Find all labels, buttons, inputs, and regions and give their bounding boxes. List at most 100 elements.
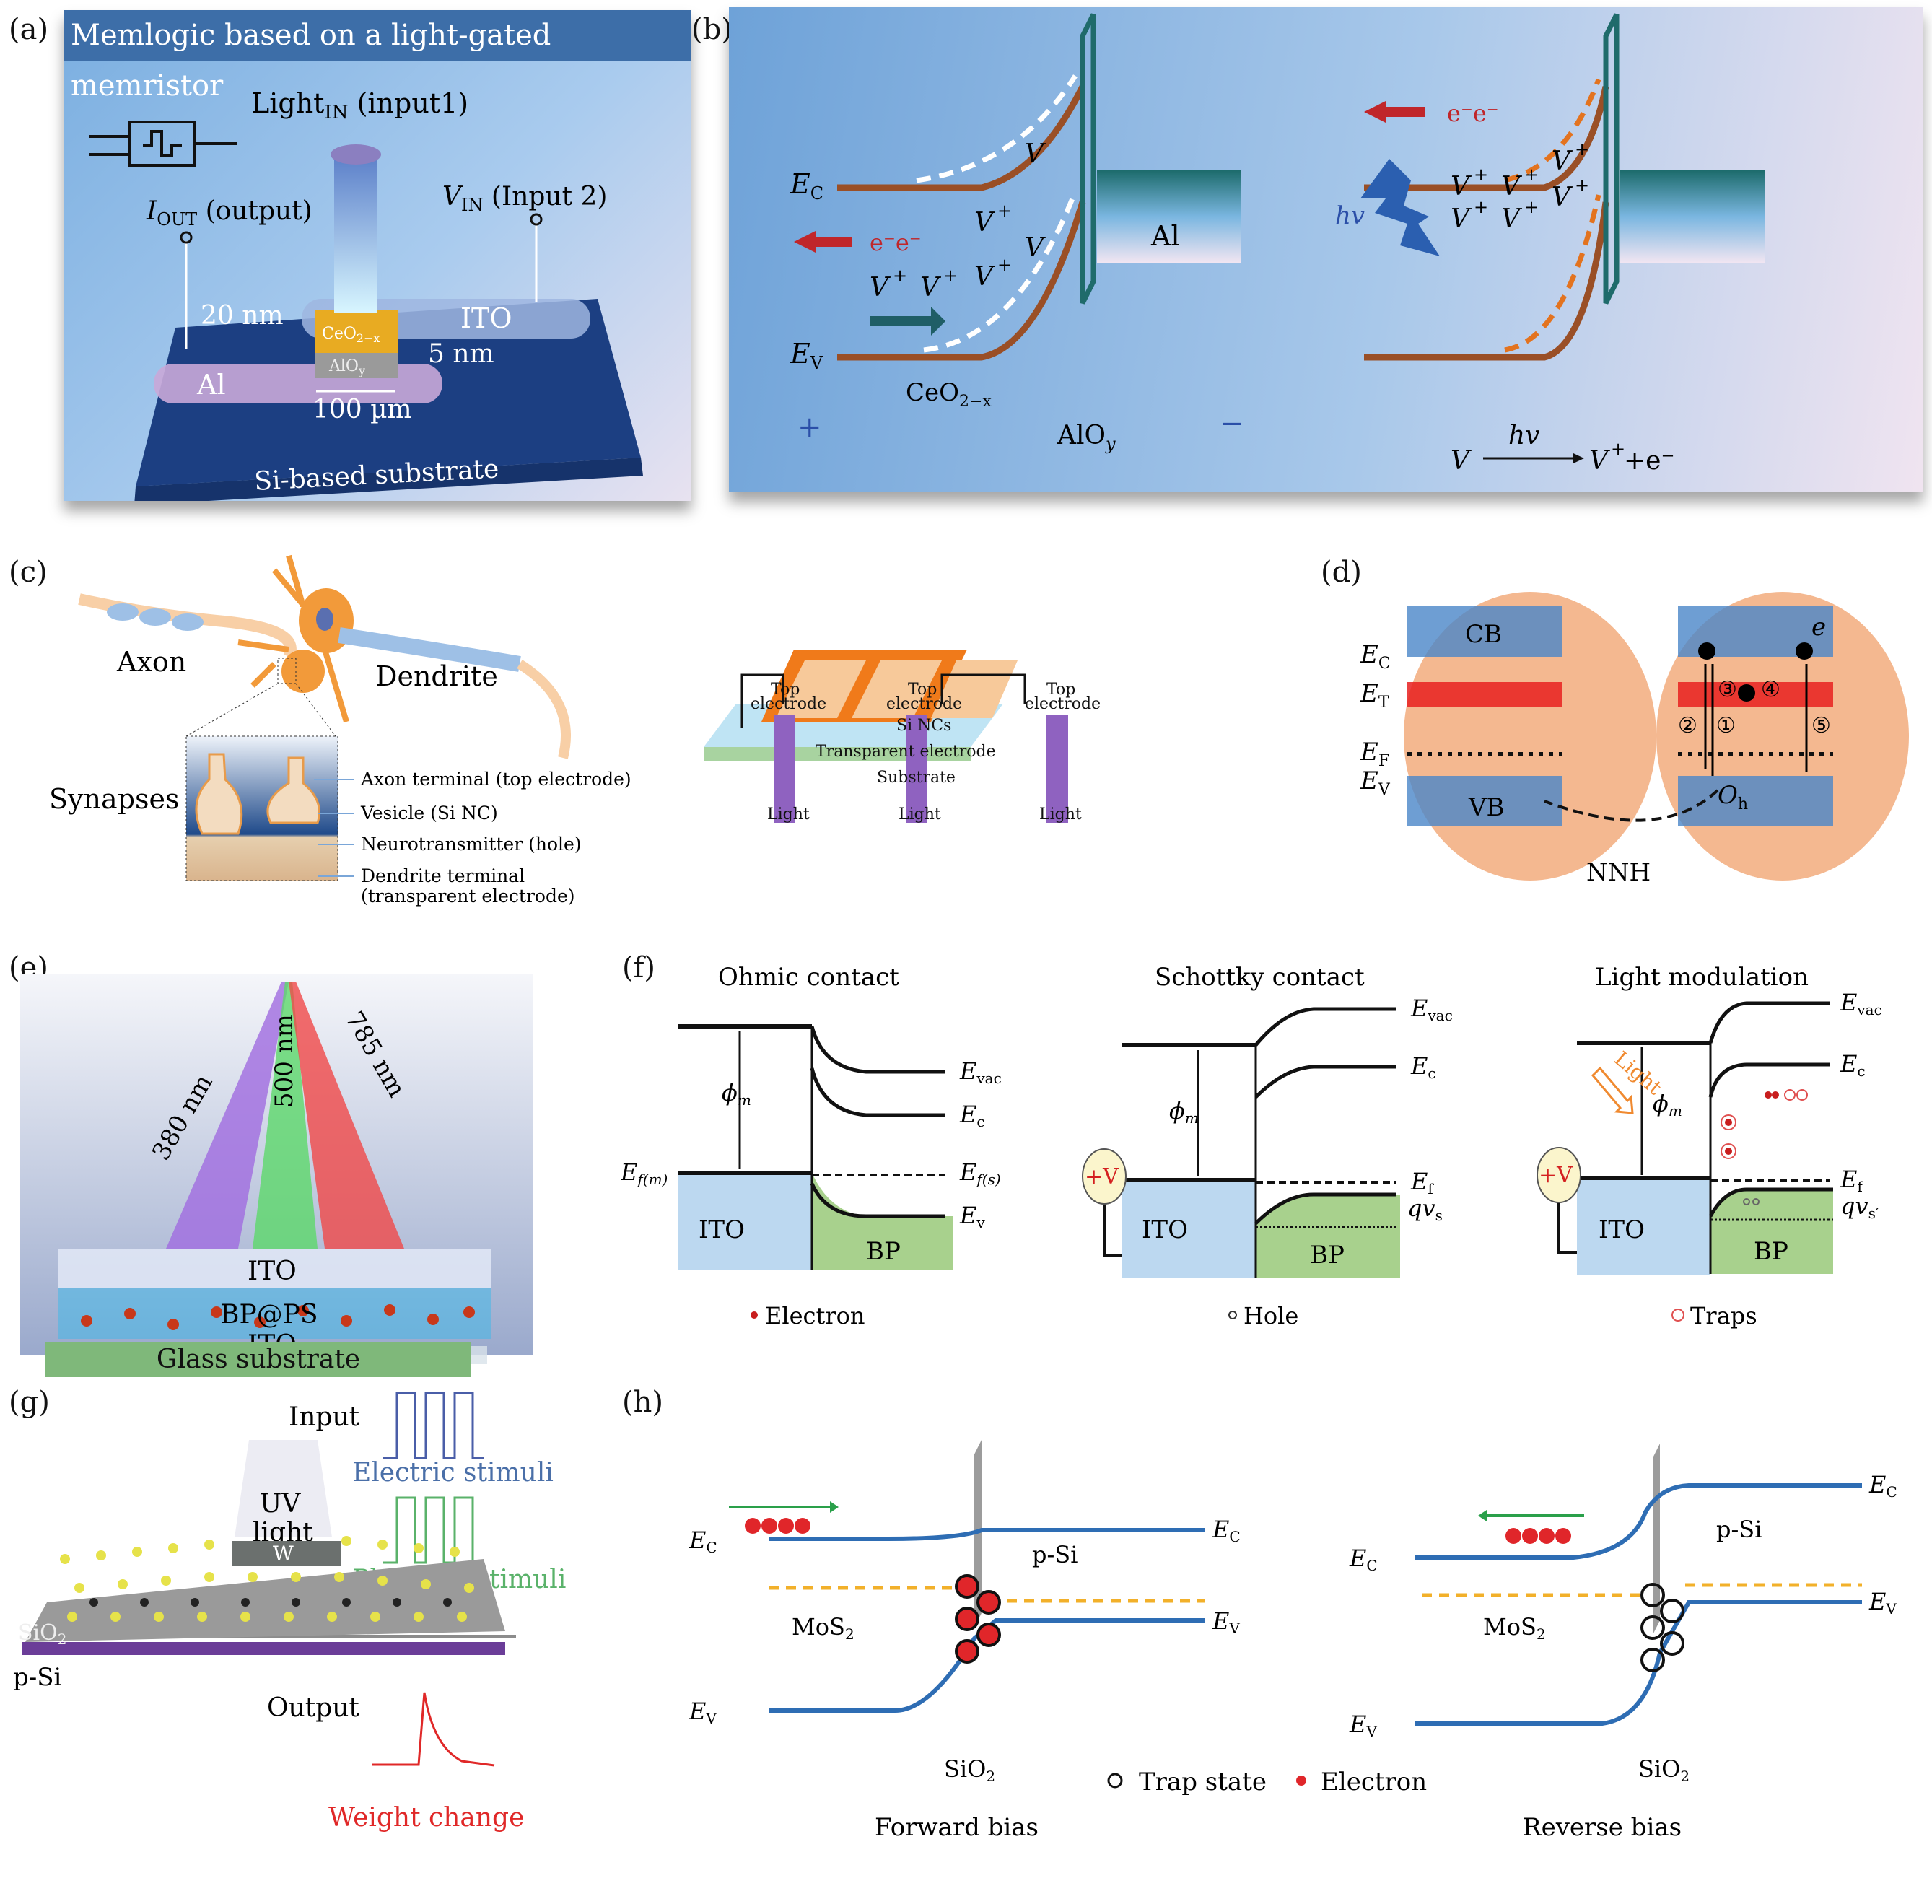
p-si-label-forward: p-Si xyxy=(1032,1541,1078,1568)
svg-text:EV: EV xyxy=(1349,1711,1377,1740)
ohmic-diagram xyxy=(678,1024,953,1270)
svg-text:V: V xyxy=(870,273,891,302)
al-label-b: Al xyxy=(1150,220,1180,252)
panel-c: Axon Dendrite Synapses Axon terminal (to… xyxy=(49,554,1101,907)
panel-h-label: (h) xyxy=(622,1386,663,1419)
sio2-label-g: SiO2 xyxy=(18,1620,66,1648)
panel-d-label: (d) xyxy=(1321,556,1362,589)
electrons-label-right: e⁻e⁻ xyxy=(1447,100,1499,127)
panel-b-label: (b) xyxy=(691,13,733,46)
ito-label-schottky: ITO xyxy=(1142,1215,1188,1244)
legend-electron: Electron xyxy=(765,1302,865,1329)
svg-text:EC: EC xyxy=(1868,1471,1897,1501)
svg-text:V: V xyxy=(1025,233,1046,263)
beam-380nm xyxy=(166,982,289,1249)
legend-trap-state: Trap state xyxy=(1139,1768,1267,1796)
svg-text:electrode: electrode xyxy=(1025,695,1101,713)
axon-label: Axon xyxy=(116,646,186,678)
legend-neurotransmitter: Neurotransmitter (hole) xyxy=(361,834,582,855)
panel-a: Memlogic based on a light-gated memristo… xyxy=(64,10,691,505)
input-label: Input xyxy=(289,1402,360,1432)
svg-text:Top: Top xyxy=(1046,681,1075,699)
svg-text:⑤: ⑤ xyxy=(1811,713,1831,738)
panel-b: Al EC EV e⁻e⁻ V V+ V V+ V+ V+ CeO2−x + −… xyxy=(729,7,1923,492)
mos2-label-forward: MoS2 xyxy=(792,1613,854,1643)
logic-gate-icon xyxy=(89,121,237,167)
svg-text:+: + xyxy=(1474,197,1488,217)
svg-text:ϕm: ϕm xyxy=(722,1079,751,1109)
panel-a-label: (a) xyxy=(9,13,49,46)
v-in-label: VIN (Input 2) xyxy=(442,182,607,215)
svg-text:Transparent electrode: Transparent electrode xyxy=(816,743,996,761)
beam-785nm xyxy=(289,982,404,1249)
svg-text:Light: Light xyxy=(767,805,810,824)
svg-text:+: + xyxy=(1474,165,1488,185)
vo-drift-arrow xyxy=(870,307,945,336)
w-label: W xyxy=(273,1542,294,1565)
svg-text:③: ③ xyxy=(1718,677,1737,702)
vb-label: VB xyxy=(1468,793,1505,822)
electron-arrow-left xyxy=(794,231,852,253)
p-si-label-g: p-Si xyxy=(13,1663,62,1692)
sio2-label-reverse: SiO2 xyxy=(1638,1755,1690,1785)
bias-label-light: +V xyxy=(1539,1163,1573,1188)
forward-bias-label: Forward bias xyxy=(875,1813,1039,1842)
svg-text:+: + xyxy=(893,266,907,286)
svg-text:V: V xyxy=(1589,446,1611,476)
svg-text:+: + xyxy=(1611,439,1625,459)
panel-c-label: (c) xyxy=(9,556,48,589)
synapse-legend: Axon terminal (top electrode) Vesicle (S… xyxy=(314,769,631,907)
sio2-label-forward: SiO2 xyxy=(944,1755,995,1785)
ev-label-d: EV xyxy=(1360,767,1391,799)
svg-text:hv: hv xyxy=(1508,421,1540,450)
p-si-layer xyxy=(22,1642,505,1655)
svg-text:+e⁻: +e⁻ xyxy=(1624,446,1674,476)
svg-text:V: V xyxy=(920,273,942,302)
bands-left xyxy=(1407,606,1562,826)
svg-text:+: + xyxy=(943,266,958,286)
al-label: Al xyxy=(196,369,226,401)
aloy-label-b: AlOy xyxy=(1057,421,1116,454)
panel-d: CB VB EC ET EF EV e Oh ① ② ③ ④ ⑤ NNH xyxy=(1360,592,1909,887)
panel-a-figure: LightIN (input1) ITO Al CeO2−x AlOy 20 n… xyxy=(89,87,643,505)
electron-e-label: e xyxy=(1811,613,1826,642)
ionization-equation: V hv V + +e⁻ xyxy=(1451,421,1674,476)
svg-text:+: + xyxy=(997,255,1012,275)
svg-text:CeO2−x: CeO2−x xyxy=(322,325,380,345)
legend-vesicle: Vesicle (Si NC) xyxy=(360,803,498,824)
photonic-pulse-train xyxy=(383,1496,484,1564)
svg-text:V: V xyxy=(1552,183,1573,212)
svg-text:ϕm: ϕm xyxy=(1653,1090,1682,1119)
ef-label-d: EF xyxy=(1360,738,1389,770)
svg-text:+: + xyxy=(1524,197,1539,217)
title-ohmic: Ohmic contact xyxy=(718,963,899,992)
legend-axon-terminal: Axon terminal (top electrode) xyxy=(360,769,631,790)
svg-text:Evac: Evac xyxy=(1840,989,1882,1018)
panel-f-label: (f) xyxy=(622,951,656,984)
aloy-barrier-right xyxy=(1603,13,1620,305)
svg-text:②: ② xyxy=(1678,713,1697,738)
ev-label-b: EV xyxy=(790,338,823,373)
panel-h: EC EC EV EV p-Si MoS2 SiO2 Forward bias … xyxy=(689,1440,1897,1842)
svg-text:Ec: Ec xyxy=(959,1101,985,1130)
ito-label: ITO xyxy=(460,302,512,334)
dendrite-label: Dendrite xyxy=(375,660,498,692)
svg-text:EV: EV xyxy=(1212,1607,1240,1637)
svg-text:+: + xyxy=(1575,139,1589,160)
p-si-label-reverse: p-Si xyxy=(1716,1516,1762,1543)
oh-label: Oh xyxy=(1718,781,1748,813)
band-diagram-b: Al EC EV e⁻e⁻ V V+ V V+ V+ V+ CeO2−x + −… xyxy=(790,13,1765,476)
bp-label-schottky: BP xyxy=(1310,1241,1345,1270)
bias-label-schottky: +V xyxy=(1085,1164,1119,1189)
light-source-pipe xyxy=(334,154,377,313)
svg-text:Si NCs: Si NCs xyxy=(896,717,951,735)
w-electrode xyxy=(232,1541,341,1566)
svg-text:Ef(m): Ef(m) xyxy=(621,1158,668,1188)
svg-text:electrode: electrode xyxy=(751,695,826,713)
svg-text:+: + xyxy=(1575,175,1589,196)
svg-text:V: V xyxy=(1025,139,1046,169)
ceo-layer xyxy=(315,310,398,353)
svg-text:④: ④ xyxy=(1761,677,1780,702)
svg-text:Ef(s): Ef(s) xyxy=(959,1158,1001,1188)
